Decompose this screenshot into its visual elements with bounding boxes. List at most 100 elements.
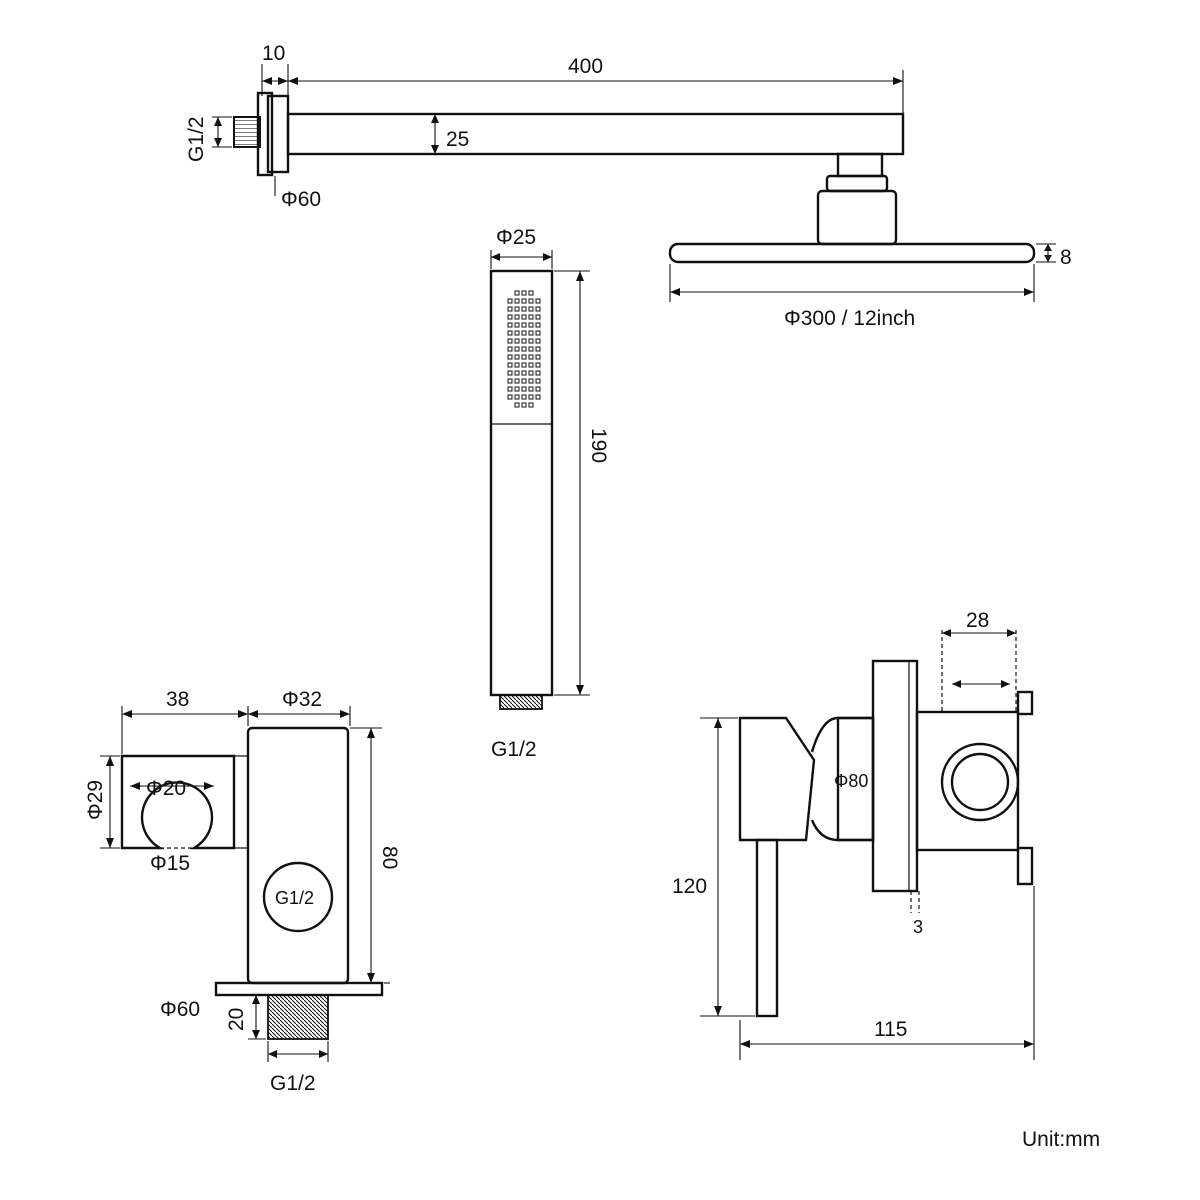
nozzle xyxy=(514,394,520,400)
nozzle xyxy=(535,346,541,352)
nozzle xyxy=(514,314,520,320)
mixer-dimensions: 28 Φ80 120 3 115 xyxy=(672,609,1035,1060)
nozzle xyxy=(521,354,527,360)
nozzle xyxy=(514,290,520,296)
arm-tube xyxy=(286,112,905,156)
arm-thread-label: G1/2 xyxy=(185,116,208,162)
mixer-lever xyxy=(755,838,779,1018)
nozzle xyxy=(528,306,534,312)
nozzle xyxy=(514,362,520,368)
nozzle xyxy=(528,402,534,408)
nozzle xyxy=(514,346,520,352)
nozzle xyxy=(521,346,527,352)
holder-slot-label: Φ15 xyxy=(150,852,190,875)
holder-plate-diameter-label: Φ60 xyxy=(160,998,200,1021)
mixer-tab-bottom xyxy=(1016,846,1034,886)
arm-length-label: 400 xyxy=(568,55,603,78)
arm-height-label: 25 xyxy=(446,128,469,151)
nozzle xyxy=(514,298,520,304)
head-dimensions: 8 Φ300 / 12inch xyxy=(669,243,1072,330)
nozzle xyxy=(521,314,527,320)
nozzle xyxy=(521,298,527,304)
arm-flange-back xyxy=(256,91,274,177)
mixer-cover-plate xyxy=(871,659,919,893)
nozzle xyxy=(507,346,513,352)
nozzle xyxy=(535,354,541,360)
nozzle xyxy=(521,362,527,368)
nozzle xyxy=(528,330,534,336)
nozzle xyxy=(507,306,513,312)
nozzle xyxy=(528,378,534,384)
holder-body-diameter-label: Φ32 xyxy=(282,688,322,711)
nozzle xyxy=(521,290,527,296)
nozzle xyxy=(514,330,520,336)
nozzle xyxy=(507,338,513,344)
nozzle xyxy=(507,394,513,400)
nozzle xyxy=(521,378,527,384)
nozzle xyxy=(514,354,520,360)
nozzle xyxy=(535,330,541,336)
mixer-plate-label: 3 xyxy=(913,917,923,937)
nozzle xyxy=(507,354,513,360)
holder-ring xyxy=(120,754,236,850)
nozzle xyxy=(521,402,527,408)
nozzle xyxy=(521,386,527,392)
nozzle xyxy=(528,338,534,344)
handset-diameter-label: Φ25 xyxy=(496,226,536,249)
nozzle xyxy=(528,298,534,304)
nozzle xyxy=(535,378,541,384)
nozzle xyxy=(535,306,541,312)
nozzle xyxy=(521,322,527,328)
nozzle xyxy=(521,306,527,312)
nozzle xyxy=(521,370,527,376)
nozzle xyxy=(507,386,513,392)
arm-collar xyxy=(825,174,889,193)
nozzle xyxy=(507,314,513,320)
nozzle xyxy=(535,386,541,392)
head-diameter-label: Φ300 / 12inch xyxy=(784,307,915,330)
arm-connector xyxy=(836,152,884,178)
nozzle xyxy=(507,362,513,368)
shower-head xyxy=(668,242,1036,264)
nozzle xyxy=(514,306,520,312)
holder-outlet-thread-label: G1/2 xyxy=(275,888,314,908)
nozzle xyxy=(521,394,527,400)
handset-dimensions: Φ25 190 G1/2 xyxy=(490,226,610,761)
mixer-port-inner xyxy=(950,752,1010,812)
nozzle xyxy=(528,354,534,360)
nozzle xyxy=(514,378,520,384)
arm-flange-thickness-label: 10 xyxy=(262,42,285,65)
nozzle xyxy=(535,394,541,400)
nozzle xyxy=(528,386,534,392)
mixer-depth-label: 115 xyxy=(874,1018,907,1041)
holder-inlet-thread xyxy=(267,994,329,1040)
holder-plate xyxy=(214,981,384,997)
unit-note: Unit:mm xyxy=(1022,1128,1100,1151)
wall-outlet-holder: G1/2 xyxy=(120,726,384,1040)
holder-height-label: 80 xyxy=(378,846,401,869)
arm-flange-diameter-label: Φ60 xyxy=(281,188,321,211)
mixer-body-diameter-label: Φ80 xyxy=(834,771,868,791)
mixer-width-label: 28 xyxy=(966,609,989,632)
nozzle xyxy=(514,338,520,344)
nozzle xyxy=(535,362,541,368)
handset-thread-label: G1/2 xyxy=(491,738,537,761)
nozzle xyxy=(507,378,513,384)
handset-nozzles xyxy=(507,290,541,408)
nozzle xyxy=(535,370,541,376)
shower-arm xyxy=(233,91,905,246)
nozzle xyxy=(514,386,520,392)
nozzle xyxy=(528,394,534,400)
holder-inlet-thread-label: G1/2 xyxy=(270,1072,316,1095)
nozzle xyxy=(507,370,513,376)
mixer-valve xyxy=(738,659,1034,1018)
holder-body xyxy=(246,726,350,985)
nozzle xyxy=(514,370,520,376)
head-thickness-label: 8 xyxy=(1060,246,1072,269)
nozzle xyxy=(521,330,527,336)
nozzle xyxy=(535,314,541,320)
nozzle xyxy=(507,298,513,304)
arm-dimensions: 10 400 G1/2 25 Φ60 xyxy=(185,42,904,211)
holder-ring-inner-label: Φ20 xyxy=(146,777,186,800)
nozzle xyxy=(507,330,513,336)
